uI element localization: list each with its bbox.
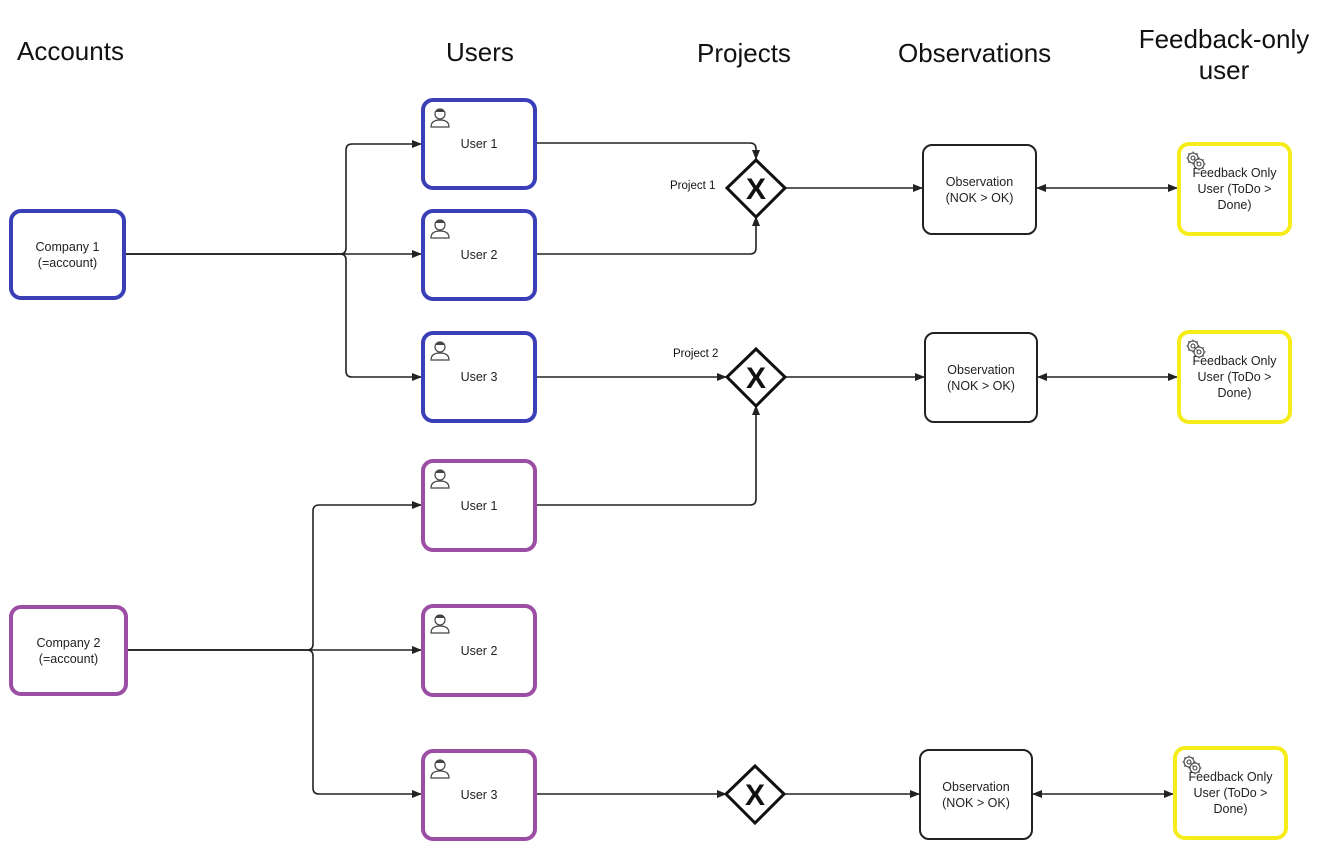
user-c1-user1[interactable]: User 1 bbox=[421, 98, 537, 190]
gateway-symbol: X bbox=[746, 173, 766, 206]
header-users: Users bbox=[446, 37, 514, 67]
header-feedback-only-user: Feedback-only user bbox=[1138, 24, 1310, 85]
user-c2-user3[interactable]: User 3 bbox=[421, 749, 537, 841]
header-observations: Observations bbox=[898, 38, 1052, 68]
account-label: Company 2 (=account) bbox=[36, 635, 101, 666]
feedback-user-label: Feedback Only User (ToDo > Done) bbox=[1188, 770, 1273, 816]
gateway-label-project1: Project 1 bbox=[670, 180, 716, 192]
user-label: User 3 bbox=[460, 370, 498, 384]
user-label: User 2 bbox=[460, 643, 498, 658]
account-company1[interactable]: Company 1 (=account) bbox=[9, 209, 126, 300]
feedback-user-3[interactable]: Feedback Only User (ToDo > Done) bbox=[1173, 746, 1288, 840]
header-accounts: Accounts bbox=[17, 36, 124, 66]
edge-c1user1-project1 bbox=[537, 142, 760, 160]
gateway-label-project2: Project 2 bbox=[673, 348, 719, 360]
gear-icon bbox=[1186, 339, 1206, 359]
observation-3[interactable]: Observation (NOK > OK) bbox=[919, 749, 1033, 840]
user-c2-user1[interactable]: User 1 bbox=[421, 459, 537, 552]
gateway-project3: X bbox=[723, 763, 787, 826]
observation-1[interactable]: Observation (NOK > OK) bbox=[922, 144, 1037, 235]
user-icon bbox=[430, 614, 450, 634]
user-c1-user3[interactable]: User 3 bbox=[421, 331, 537, 423]
observation-label: Observation (NOK > OK) bbox=[945, 174, 1014, 205]
edge-company2-user3 bbox=[128, 649, 422, 798]
account-company2[interactable]: Company 2 (=account) bbox=[9, 605, 128, 696]
header-projects: Projects bbox=[697, 38, 791, 68]
user-icon bbox=[430, 759, 450, 779]
feedback-user-2[interactable]: Feedback Only User (ToDo > Done) bbox=[1177, 330, 1292, 424]
observation-2[interactable]: Observation (NOK > OK) bbox=[924, 332, 1038, 423]
user-label: User 2 bbox=[460, 248, 498, 262]
edge-company1-user1 bbox=[126, 140, 422, 255]
gear-icon bbox=[1186, 151, 1206, 171]
user-c2-user2[interactable]: User 2 bbox=[421, 604, 537, 697]
edge-company2-user1 bbox=[128, 501, 422, 651]
edge-c1user2-project1 bbox=[537, 216, 760, 255]
observation-label: Observation (NOK > OK) bbox=[942, 779, 1010, 810]
user-label: User 3 bbox=[460, 788, 498, 802]
observation-label: Observation (NOK > OK) bbox=[947, 362, 1015, 393]
user-label: User 1 bbox=[460, 137, 498, 151]
user-icon bbox=[430, 108, 450, 128]
feedback-user-label: Feedback Only User (ToDo > Done) bbox=[1192, 354, 1277, 400]
user-icon bbox=[430, 469, 450, 489]
edge-company1-user3 bbox=[126, 253, 422, 381]
user-icon bbox=[430, 219, 450, 239]
gear-icon bbox=[1182, 755, 1202, 775]
user-c1-user2[interactable]: User 2 bbox=[421, 209, 537, 301]
account-label: Company 1 (=account) bbox=[35, 239, 100, 270]
gateway-project1: X bbox=[724, 157, 788, 220]
gateway-project2: X bbox=[724, 346, 788, 409]
feedback-user-label: Feedback Only User (ToDo > Done) bbox=[1192, 166, 1277, 212]
user-label: User 1 bbox=[460, 498, 498, 513]
gateway-symbol: X bbox=[746, 362, 766, 395]
edge-c2user1-project2 bbox=[537, 405, 760, 506]
user-icon bbox=[430, 341, 450, 361]
feedback-user-1[interactable]: Feedback Only User (ToDo > Done) bbox=[1177, 142, 1292, 236]
gateway-symbol: X bbox=[745, 779, 765, 812]
